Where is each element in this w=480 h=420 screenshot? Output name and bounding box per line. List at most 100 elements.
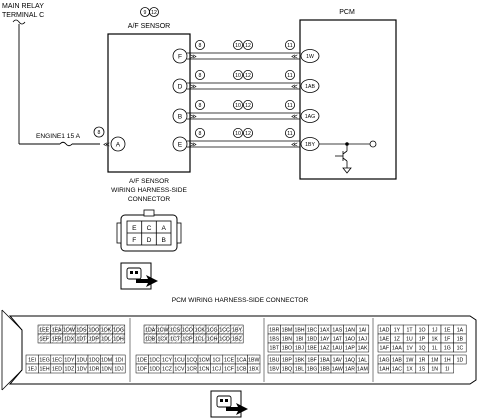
af-conn-caption-1: A/F SENSOR: [129, 178, 169, 185]
wire-ref-badge-left-4: 8: [194, 127, 205, 138]
connector-view-icon-bottom: [210, 390, 248, 418]
svg-text:1DX: 1DX: [64, 337, 75, 343]
svg-text:1EB: 1EB: [52, 337, 62, 343]
svg-text:C: C: [147, 225, 152, 232]
svg-text:1H: 1H: [444, 358, 451, 364]
wire-ref-badge-mid-b-2: 12: [242, 70, 253, 81]
svg-text:12: 12: [245, 43, 251, 49]
pcm-title: PCM: [339, 9, 355, 16]
svg-text:1CG: 1CG: [207, 328, 218, 334]
svg-text:1R: 1R: [419, 358, 426, 364]
svg-text:1BH: 1BH: [294, 328, 304, 334]
svg-text:1CQ: 1CQ: [186, 358, 197, 364]
svg-text:E: E: [132, 225, 137, 232]
svg-text:1A: 1A: [457, 328, 464, 334]
svg-text:B: B: [178, 114, 183, 121]
svg-text:1AP: 1AP: [345, 346, 355, 352]
svg-text:1E: 1E: [444, 328, 451, 334]
svg-text:1EH: 1EH: [40, 367, 50, 373]
svg-text:1AB: 1AB: [305, 84, 315, 90]
svg-text:1AI: 1AI: [359, 328, 367, 334]
svg-text:1AZ: 1AZ: [320, 346, 330, 352]
svg-text:1AS: 1AS: [332, 328, 342, 334]
svg-text:10: 10: [235, 131, 241, 137]
pcm-pin-1AG: 1AG: [300, 109, 320, 123]
wire-D-1AB: [187, 82, 300, 90]
svg-text:1BS: 1BS: [269, 337, 279, 343]
svg-text:≫: ≫: [190, 142, 197, 149]
svg-text:1CF: 1CF: [224, 367, 234, 373]
svg-text:1AU: 1AU: [332, 346, 342, 352]
svg-text:1BX: 1BX: [249, 367, 259, 373]
svg-text:1DY: 1DY: [64, 358, 75, 364]
svg-text:1AO: 1AO: [345, 337, 355, 343]
fuse-ref-num: 8: [98, 130, 101, 136]
svg-text:≫: ≫: [190, 54, 197, 61]
svg-text:1DP: 1DP: [89, 337, 100, 343]
svg-text:1CM: 1CM: [199, 358, 210, 364]
svg-text:1K: 1K: [432, 337, 439, 343]
svg-text:1BE: 1BE: [307, 346, 317, 352]
wire-ref-badge-right-4: 11: [284, 127, 295, 138]
svg-text:1S: 1S: [419, 367, 426, 373]
svg-text:1DW: 1DW: [63, 328, 75, 334]
svg-text:1EC: 1EC: [52, 358, 62, 364]
svg-text:1DT: 1DT: [76, 337, 87, 343]
svg-text:D: D: [147, 237, 152, 244]
svg-text:1CA: 1CA: [236, 358, 247, 364]
pcm-pin-1W: 1W: [300, 49, 320, 63]
svg-text:1AK: 1AK: [358, 346, 368, 352]
af-conn-caption-2: WIRING HARNESS-SIDE: [111, 187, 187, 194]
svg-text:10: 10: [235, 43, 241, 49]
svg-text:1AJ: 1AJ: [358, 337, 367, 343]
wire-ref-badge-mid-a-4: 10: [232, 127, 243, 138]
svg-text:1AW: 1AW: [332, 367, 343, 373]
svg-text:1DK: 1DK: [101, 328, 112, 334]
svg-text:1CZ: 1CZ: [162, 367, 172, 373]
svg-text:1T: 1T: [406, 328, 413, 334]
svg-text:1CS: 1CS: [170, 328, 181, 334]
svg-text:1DV: 1DV: [77, 367, 88, 373]
svg-text:1DO: 1DO: [88, 328, 99, 334]
svg-text:1DB: 1DB: [145, 337, 156, 343]
svg-text:1EG: 1EG: [39, 358, 49, 364]
svg-text:1AV: 1AV: [333, 358, 343, 364]
svg-text:1CH: 1CH: [207, 337, 218, 343]
wire-ref-badge-mid-b-1: 12: [242, 40, 253, 51]
connector-mark-sensor-a: ≪: [103, 142, 110, 149]
svg-text:1CE: 1CE: [224, 358, 235, 364]
svg-text:1CO: 1CO: [182, 328, 193, 334]
svg-text:1CI: 1CI: [213, 358, 221, 364]
svg-text:1CD: 1CD: [219, 337, 230, 343]
connector-view-icon: [120, 262, 158, 290]
svg-text:1AN: 1AN: [345, 328, 355, 334]
svg-text:11: 11: [287, 43, 292, 49]
fuse-ref-badge: [93, 126, 105, 138]
wire-ref-badge-mid-a-2: 10: [232, 70, 243, 81]
svg-text:1DF: 1DF: [137, 367, 147, 373]
svg-text:E: E: [178, 142, 183, 149]
svg-text:1AM: 1AM: [357, 367, 368, 373]
svg-text:1DM: 1DM: [101, 358, 112, 364]
svg-text:1BB: 1BB: [320, 367, 330, 373]
wire-ref-badge-mid-a-3: 10: [232, 100, 243, 111]
svg-text:1AY: 1AY: [320, 337, 330, 343]
svg-text:1AL: 1AL: [358, 358, 367, 364]
svg-text:8: 8: [199, 73, 202, 79]
wire-ref-badge-left-3: 8: [194, 100, 205, 111]
svg-text:1DQ: 1DQ: [89, 358, 100, 364]
sensor-ref-num-1: 9: [144, 10, 147, 16]
svg-text:1I: 1I: [445, 367, 449, 373]
svg-text:≪: ≪: [291, 84, 298, 91]
svg-text:1Z: 1Z: [394, 337, 400, 343]
svg-text:1AR: 1AR: [345, 367, 355, 373]
